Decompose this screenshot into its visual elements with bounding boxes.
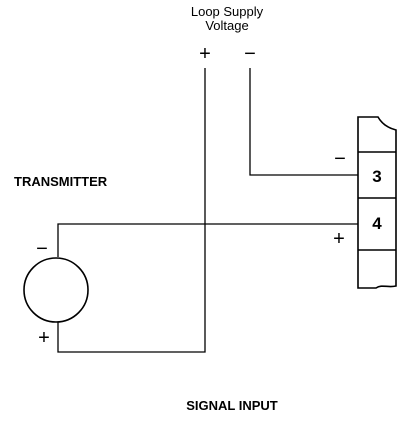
transmitter-minus-sign: −: [36, 238, 48, 260]
signal-input-label: SIGNAL INPUT: [186, 398, 278, 413]
transmitter-symbol: [23, 257, 89, 323]
supply-plus-wire: [57, 68, 206, 353]
transmitter-plus-sign: +: [38, 327, 50, 349]
terminal-3-polarity: −: [334, 148, 346, 170]
terminal-3-number: 3: [372, 167, 381, 186]
supply-minus-sign: −: [244, 43, 256, 65]
terminal-4-polarity: +: [333, 228, 345, 250]
supply-title-line2: Voltage: [205, 18, 248, 33]
supply-title-line1: Loop Supply: [191, 4, 264, 19]
transmitter-minus-wire: [57, 223, 358, 257]
terminal-block-outline: [357, 116, 397, 289]
supply-plus-sign: +: [199, 43, 211, 65]
transmitter-label: TRANSMITTER: [14, 174, 108, 189]
supply-minus-wire: [249, 68, 358, 176]
terminal-4-number: 4: [372, 214, 382, 233]
